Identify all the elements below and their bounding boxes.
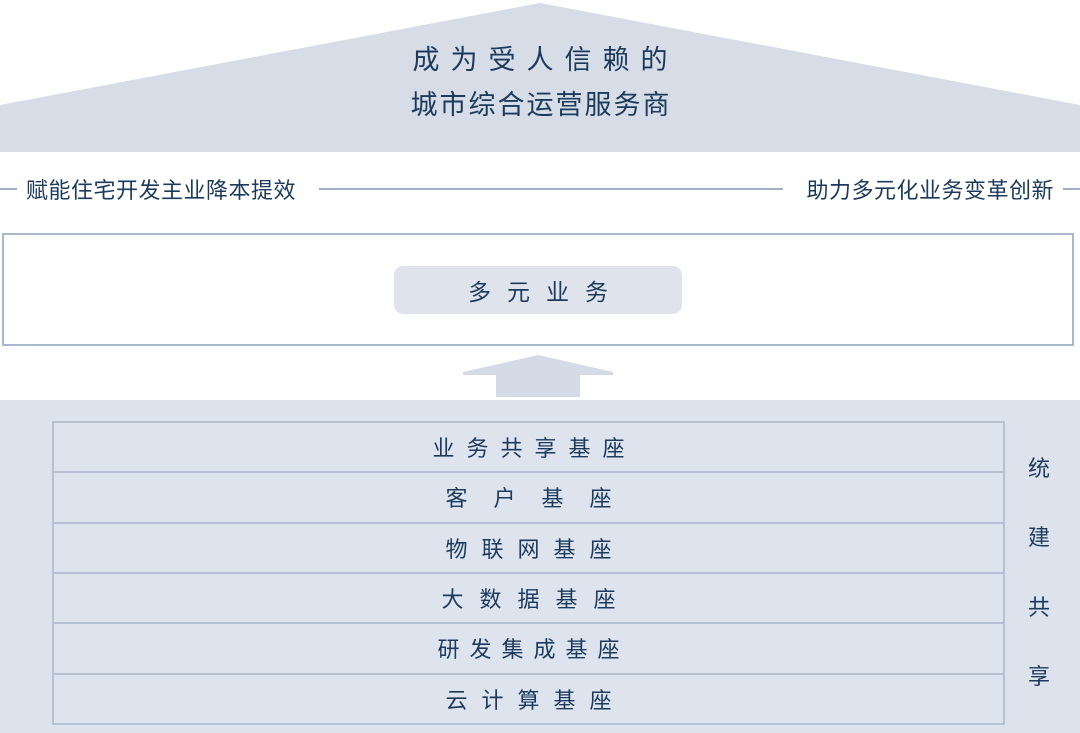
table-row[interactable]: 客户基座 [54, 473, 1003, 524]
shared-build-vertical-label: 统 建 共 享 [1022, 458, 1056, 688]
table-row[interactable]: 云计算基座 [54, 674, 1003, 723]
foundation-row-label: 客户基座 [445, 486, 638, 512]
vertical-label-char: 共 [1027, 594, 1050, 620]
foundation-row-label: 云计算基座 [445, 687, 626, 713]
foundation-section: 业务共享基座 客户基座 物联网基座 大数据基座 研发集成基座 云计算基座 统 建… [0, 400, 1080, 733]
foundation-row-label: 研发集成基座 [437, 637, 630, 663]
diversified-business-pill[interactable]: 多元业务 [394, 265, 682, 314]
table-row[interactable]: 研发集成基座 [54, 624, 1003, 675]
up-arrow-icon [463, 355, 613, 397]
dash-center-icon [319, 188, 784, 190]
roof-shape [0, 0, 1080, 152]
vertical-label-char: 享 [1027, 663, 1050, 689]
table-row[interactable]: 大数据基座 [54, 573, 1003, 625]
dash-left-icon [0, 188, 17, 190]
table-row[interactable]: 业务共享基座 [54, 423, 1003, 474]
foundation-row-label: 物联网基座 [445, 536, 626, 562]
foundation-table: 业务共享基座 客户基座 物联网基座 大数据基座 研发集成基座 云计算基座 [52, 421, 1005, 725]
tagline-left-text: 赋能住宅开发主业降本提效 [26, 178, 297, 203]
foundation-row-label: 大数据基座 [441, 587, 632, 613]
tagline-band: 赋能住宅开发主业降本提效 助力多元化业务变革创新 [0, 168, 1080, 210]
vertical-label-char: 统 [1027, 456, 1050, 481]
dash-right-icon [1063, 188, 1080, 190]
diversified-business-box: 多元业务 [2, 233, 1074, 346]
foundation-row-label: 业务共享基座 [432, 436, 637, 462]
vertical-label-char: 建 [1027, 525, 1050, 551]
tagline-right-text: 助力多元化业务变革创新 [806, 178, 1054, 203]
table-row[interactable]: 物联网基座 [54, 523, 1003, 574]
